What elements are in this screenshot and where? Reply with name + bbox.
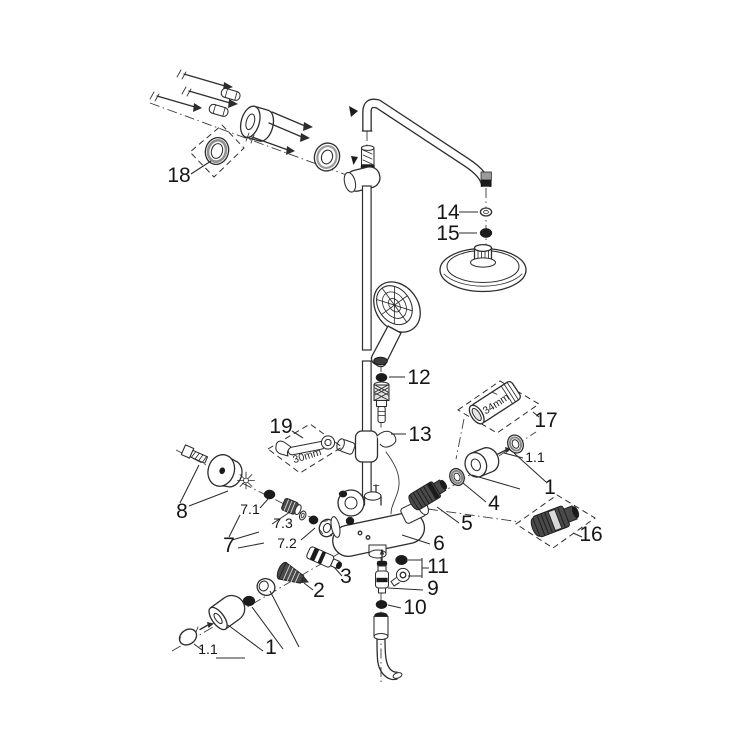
callout-3: 3 — [340, 565, 352, 588]
cover-cap — [178, 628, 198, 646]
shower-arm — [349, 98, 492, 188]
callout-7: 7 — [223, 534, 235, 557]
part-5-aquadimmer — [408, 479, 448, 511]
wall-plug — [220, 87, 241, 101]
hand-shower-check-valve — [373, 381, 390, 424]
escutcheon-cylinder — [464, 447, 500, 478]
callout-7-3: 7.3 — [273, 515, 293, 531]
union-flange — [239, 105, 275, 142]
part-7-3-plug — [281, 498, 307, 521]
callout-16: 16 — [579, 523, 602, 546]
top-collar — [363, 484, 382, 506]
part-7-2-seal-nut — [308, 515, 336, 538]
part-4-washer — [449, 467, 465, 487]
hand-shower — [370, 281, 421, 368]
escutcheon-cylinder — [208, 594, 246, 631]
callout-1-1-right: 1.1 — [525, 449, 545, 465]
union-nut-ring — [507, 434, 524, 454]
callout-4: 4 — [488, 492, 500, 515]
direction-arrow-icon — [351, 156, 358, 165]
direction-arrow-icon — [349, 106, 358, 117]
callout-1-right: 1 — [544, 476, 556, 499]
head-shower — [439, 243, 527, 293]
wall-plug — [208, 103, 229, 117]
callout-labels: 18 14 15 12 13 19 17 1.1 1 4 5 6 16 8 7.… — [167, 164, 602, 659]
callout-2: 2 — [313, 579, 325, 602]
callout-19: 19 — [269, 415, 292, 438]
part-10-washer — [375, 600, 388, 609]
part-17-socket-34mm: 34mm — [457, 380, 540, 434]
seal-washer — [395, 555, 408, 566]
escutcheon-ring — [313, 142, 341, 172]
part-16-thermo-cartridge — [515, 494, 596, 549]
callout-1-left: 1 — [265, 636, 277, 659]
part-3-connector — [306, 546, 342, 570]
part-1-left-assembly — [178, 578, 276, 646]
part-12-washer — [375, 373, 388, 382]
leader-lines — [179, 160, 583, 659]
callout-12: 12 — [407, 366, 430, 389]
part-1-right-assembly — [464, 434, 524, 478]
callout-7-1: 7.1 — [240, 501, 260, 517]
callout-1-1-left: 1.1 — [198, 641, 218, 657]
part-18-wall-union-assembly — [149, 69, 341, 178]
part-13-holder — [336, 430, 400, 515]
part-15-washer — [479, 228, 493, 238]
callout-14: 14 — [436, 201, 460, 224]
center-axes — [149, 102, 537, 684]
shower-hose — [373, 612, 403, 681]
callout-9: 9 — [427, 577, 439, 600]
part-8-knob-assembly — [180, 444, 255, 490]
elbow-screw — [390, 567, 411, 587]
part-14-washer — [479, 207, 493, 217]
part-11-group — [390, 555, 411, 587]
callout-18: 18 — [167, 164, 190, 187]
dome-nut — [256, 578, 276, 596]
callout-5: 5 — [461, 512, 473, 535]
callout-15: 15 — [436, 222, 459, 245]
callout-7-2: 7.2 — [277, 535, 297, 551]
part-6-faucet-body — [330, 484, 429, 559]
callout-8: 8 — [176, 500, 188, 523]
callout-6: 6 — [433, 532, 445, 555]
part-9-diverter — [374, 548, 390, 594]
part-7-group — [263, 489, 336, 538]
callout-17: 17 — [534, 409, 557, 432]
riser-wall-bracket — [343, 145, 381, 193]
callout-10: 10 — [403, 596, 426, 619]
grease-mark-icon — [237, 471, 255, 490]
seal-ring — [204, 136, 230, 166]
seal-washer — [242, 595, 256, 607]
callout-13: 13 — [408, 423, 431, 446]
part-2-spindle — [276, 561, 309, 584]
part-7-1-washer — [263, 489, 276, 500]
callout-11: 11 — [427, 555, 449, 578]
